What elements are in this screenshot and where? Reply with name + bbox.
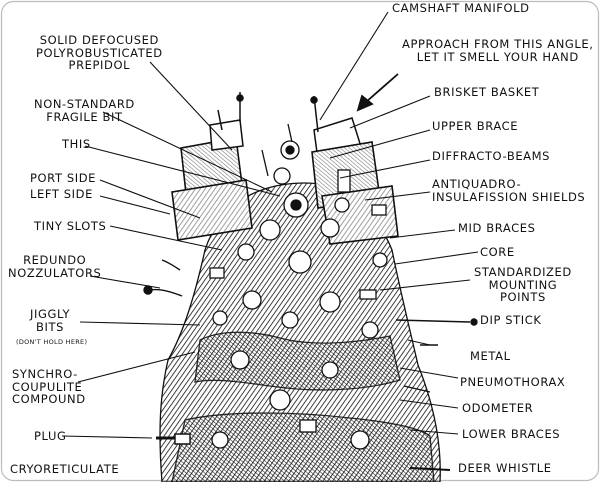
- label-redundo-nozzulators: REDUNDO NOZZULATORS: [8, 253, 102, 280]
- label-tiny-slots: TINY SLOTS: [34, 219, 107, 233]
- label-standardized-mounting-points: STANDARDIZED MOUNTING POINTS: [474, 265, 572, 304]
- label-port-side: PORT SIDE: [30, 171, 97, 185]
- left-tower: [171, 92, 253, 241]
- label-upper-brace: UPPER BRACE: [432, 119, 519, 133]
- label-camshaft-manifold: CAMSHAFT MANIFOLD: [392, 1, 530, 15]
- label-pneumothorax: PNEUMOTHORAX: [460, 375, 566, 389]
- label-lower-braces: LOWER BRACES: [462, 427, 561, 441]
- label-cryoreticulate: CRYORETICULATE: [10, 462, 120, 476]
- label-antiquadro-shields: ANTIQUADRO- INSULAFISSION SHIELDS: [432, 177, 586, 204]
- central-gears: [209, 123, 388, 450]
- label-mid-braces: MID BRACES: [458, 221, 536, 235]
- machine-body: [159, 182, 441, 482]
- label-solid-defocused-prepidol: SOLID DEFOCUSED POLYROBUSTICATED PREPIDO…: [36, 33, 163, 72]
- leader-lines: [61, 11, 479, 439]
- label-brisket-basket: BRISKET BASKET: [434, 85, 540, 99]
- label-dont-hold-here: (DON'T HOLD HERE): [16, 338, 88, 346]
- protrusions: [143, 259, 478, 471]
- label-metal: METAL: [470, 349, 511, 363]
- label-this: THIS: [62, 137, 91, 151]
- label-jiggly-bits: JIGGLY BITS: [30, 307, 71, 334]
- label-deer-whistle: DEER WHISTLE: [458, 461, 552, 475]
- label-left-side: LEFT SIDE: [30, 187, 93, 201]
- label-core: CORE: [480, 245, 515, 259]
- label-odometer: ODOMETER: [462, 401, 534, 415]
- approach-arrow: [356, 73, 399, 112]
- label-diffracto-beams: DIFFRACTO-BEAMS: [432, 149, 551, 163]
- label-plug: PLUG: [34, 429, 67, 443]
- label-synchro-coupulite-compound: SYNCHRO- COUPULITE COMPOUND: [12, 367, 86, 406]
- label-dip-stick: DIP STICK: [480, 313, 542, 327]
- label-approach-angle: APPROACH FROM THIS ANGLE, LET IT SMELL Y…: [402, 37, 594, 64]
- label-non-standard-fragile-bit: NON-STANDARD FRAGILE BIT: [34, 97, 135, 124]
